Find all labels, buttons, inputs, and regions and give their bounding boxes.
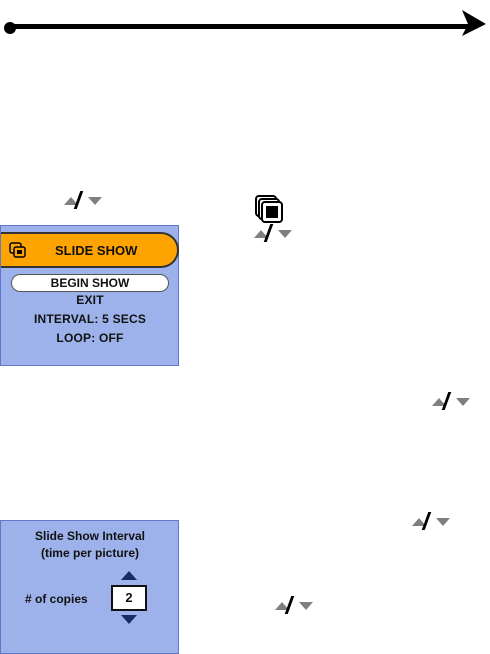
slide-show-frames-icon bbox=[255, 195, 283, 223]
up-down-nav-icon bbox=[412, 512, 452, 530]
up-down-nav-icon bbox=[275, 596, 315, 614]
spinner-up-icon[interactable] bbox=[121, 571, 137, 580]
copies-value-field[interactable]: 2 bbox=[111, 585, 147, 611]
slide-show-frames-icon bbox=[9, 242, 26, 258]
spinner-down-icon[interactable] bbox=[121, 615, 137, 624]
page-rule-arrow-icon bbox=[462, 10, 486, 36]
slide-show-interval-panel: Slide Show Interval (time per picture) #… bbox=[0, 520, 179, 654]
interval-subtitle: (time per picture) bbox=[40, 546, 139, 560]
slide-show-menu: SLIDE SHOW BEGIN SHOW EXIT INTERVAL: 5 S… bbox=[0, 225, 179, 366]
exit-menu-item[interactable]: EXIT bbox=[76, 293, 104, 307]
begin-show-menu-item[interactable]: BEGIN SHOW bbox=[11, 274, 169, 292]
interval-menu-item[interactable]: INTERVAL: 5 SECS bbox=[33, 312, 147, 326]
up-down-nav-icon bbox=[64, 191, 104, 209]
page-rule bbox=[10, 24, 470, 29]
loop-menu-item[interactable]: LOOP: OFF bbox=[56, 331, 124, 345]
interval-title: Slide Show Interval bbox=[34, 529, 146, 543]
menu-title: SLIDE SHOW bbox=[55, 243, 138, 258]
up-down-nav-icon bbox=[432, 392, 472, 410]
page-rule-dot bbox=[4, 22, 16, 34]
menu-title-bar: SLIDE SHOW bbox=[1, 232, 179, 268]
up-down-nav-icon bbox=[254, 224, 294, 242]
copies-label: # of copies bbox=[25, 592, 88, 606]
